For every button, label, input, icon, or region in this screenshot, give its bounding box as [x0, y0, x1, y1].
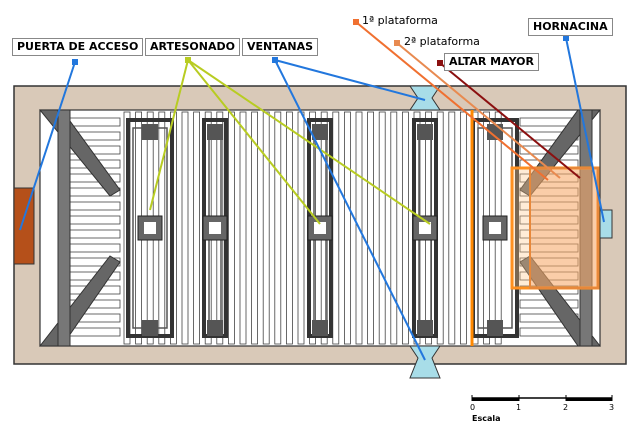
- marker-artesonado: [185, 57, 191, 63]
- beam-horizontal-right: [519, 229, 579, 239]
- scale-title: Escala: [472, 414, 501, 423]
- scale-tick-1: 1: [516, 403, 522, 412]
- marker-puerta: [72, 59, 78, 65]
- beam-horizontal-left: [69, 229, 121, 239]
- artesonado-column: [202, 118, 228, 338]
- beam-vertical: [181, 111, 189, 345]
- artesonado-column: [307, 118, 333, 338]
- beam-vertical: [401, 111, 409, 345]
- beam-vertical: [262, 111, 270, 345]
- marker-plataforma1: [353, 19, 359, 25]
- beam-vertical: [367, 111, 375, 345]
- label-hornacina: HORNACINA: [528, 18, 613, 36]
- leader-artesonado-1: [149, 59, 189, 211]
- beam-vertical: [436, 111, 444, 345]
- beam-horizontal-right: [519, 243, 579, 253]
- beam-horizontal-left: [69, 243, 121, 253]
- access-door: [13, 187, 35, 265]
- label-altar-mayor: ALTAR MAYOR: [444, 53, 539, 71]
- scale-bar: [471, 395, 613, 401]
- label-ventanas: VENTANAS: [242, 38, 319, 56]
- scale-tick-0: 0: [470, 403, 476, 412]
- label-puerta-de-acceso: PUERTA DE ACCESO: [12, 38, 144, 56]
- label-artesonado: ARTESONADO: [145, 38, 240, 56]
- beam-vertical: [227, 111, 235, 345]
- beam-horizontal-left: [69, 117, 121, 127]
- marker-hornacina: [563, 35, 569, 41]
- marker-plataforma2: [394, 40, 400, 46]
- beam-vertical: [459, 111, 467, 345]
- beam-horizontal-right: [519, 215, 579, 225]
- leader-lines: [19, 21, 605, 361]
- leader-puerta: [19, 61, 76, 231]
- leader-artesonado-3: [187, 59, 431, 225]
- beam-vertical: [239, 111, 247, 345]
- beam-vertical: [448, 111, 456, 345]
- beam-vertical: [332, 111, 340, 345]
- label-plataforma-2: 2ª plataforma: [404, 35, 480, 48]
- beam-vertical: [343, 111, 351, 345]
- artesonado-lattices: [126, 118, 519, 338]
- plataforma-2: [529, 167, 599, 289]
- leader-ventanas-2: [274, 59, 426, 361]
- beam-horizontal-left: [69, 215, 121, 225]
- artesonado-column: [126, 118, 174, 338]
- beam-horizontal-right: [519, 173, 579, 183]
- marker-altar: [437, 60, 443, 66]
- beam-vertical: [297, 111, 305, 345]
- beam-horizontal-right: [519, 187, 579, 197]
- beam-vertical: [251, 111, 259, 345]
- beam-vertical: [390, 111, 398, 345]
- beam-horizontal-right: [519, 201, 579, 211]
- beam-vertical: [378, 111, 386, 345]
- scale-tick-3: 3: [609, 403, 615, 412]
- scale-tick-2: 2: [563, 403, 569, 412]
- artesonado-column: [412, 118, 438, 338]
- beam-vertical: [274, 111, 282, 345]
- beam-horizontal-left: [69, 201, 121, 211]
- leader-artesonado-2: [187, 59, 321, 225]
- left-hip-structure: [38, 109, 121, 347]
- leader-plataforma2: [396, 42, 561, 179]
- beam-horizontal-left: [69, 327, 121, 337]
- marker-ventanas: [272, 57, 278, 63]
- beam-vertical: [285, 111, 293, 345]
- beam-vertical: [193, 111, 201, 345]
- leader-hornacina: [565, 37, 605, 223]
- label-plataforma-1: 1ª plataforma: [362, 14, 438, 27]
- leader-altar: [439, 62, 581, 179]
- window-bottom: [409, 345, 441, 379]
- leader-plataforma1: [355, 21, 549, 181]
- leader-ventanas-1: [274, 59, 426, 101]
